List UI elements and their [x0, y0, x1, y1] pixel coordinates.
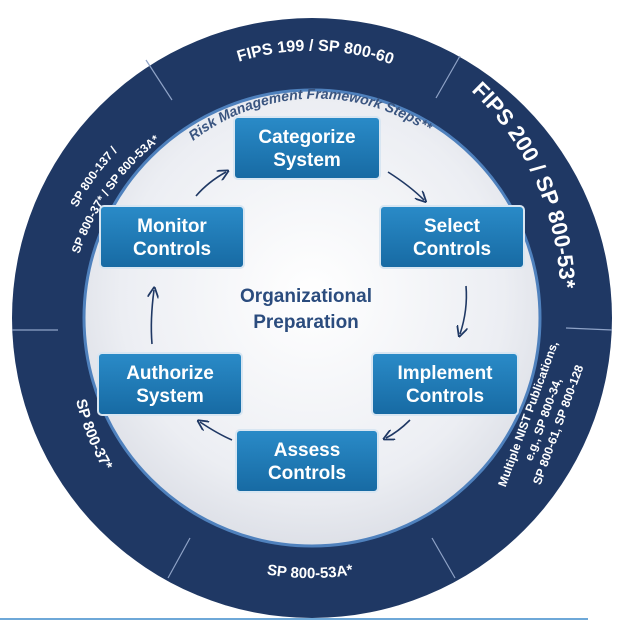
svg-text:System: System: [273, 150, 341, 171]
ring-dividers: [12, 55, 613, 579]
step-implement: Implement Controls: [371, 352, 519, 416]
svg-text:Controls: Controls: [133, 239, 211, 260]
svg-text:Authorize: Authorize: [126, 363, 214, 384]
ring-label-bottom: SP 800-53A*: [266, 562, 354, 583]
svg-text:System: System: [136, 386, 204, 407]
arrow-categorize-to-select: [387, 171, 424, 200]
svg-text:Assess: Assess: [274, 440, 341, 461]
center-title-line2: Preparation: [253, 312, 359, 333]
step-assess: Assess Controls: [235, 429, 379, 493]
arrow-monitor-to-categorize: [195, 172, 226, 197]
svg-text:Controls: Controls: [406, 386, 484, 407]
step-monitor: Monitor Controls: [99, 205, 245, 269]
step-select: Select Controls: [379, 205, 525, 269]
arrow-assess-to-authorize: [200, 422, 233, 441]
arrow-select-to-implement: [460, 285, 466, 334]
svg-text:Select: Select: [424, 216, 481, 237]
svg-text:Controls: Controls: [413, 239, 491, 260]
svg-text:Implement: Implement: [397, 363, 493, 384]
arrow-implement-to-assess: [386, 419, 411, 438]
step-categorize: Categorize System: [233, 116, 381, 180]
step-authorize: Authorize System: [97, 352, 243, 416]
arrow-authorize-to-monitor: [151, 290, 154, 345]
cycle-arrows: [151, 171, 466, 441]
center-title-line1: Organizational: [240, 286, 372, 307]
inner-disc: [82, 88, 542, 548]
svg-text:Categorize: Categorize: [258, 127, 355, 148]
svg-text:Controls: Controls: [268, 463, 346, 484]
svg-text:Monitor: Monitor: [137, 216, 207, 237]
